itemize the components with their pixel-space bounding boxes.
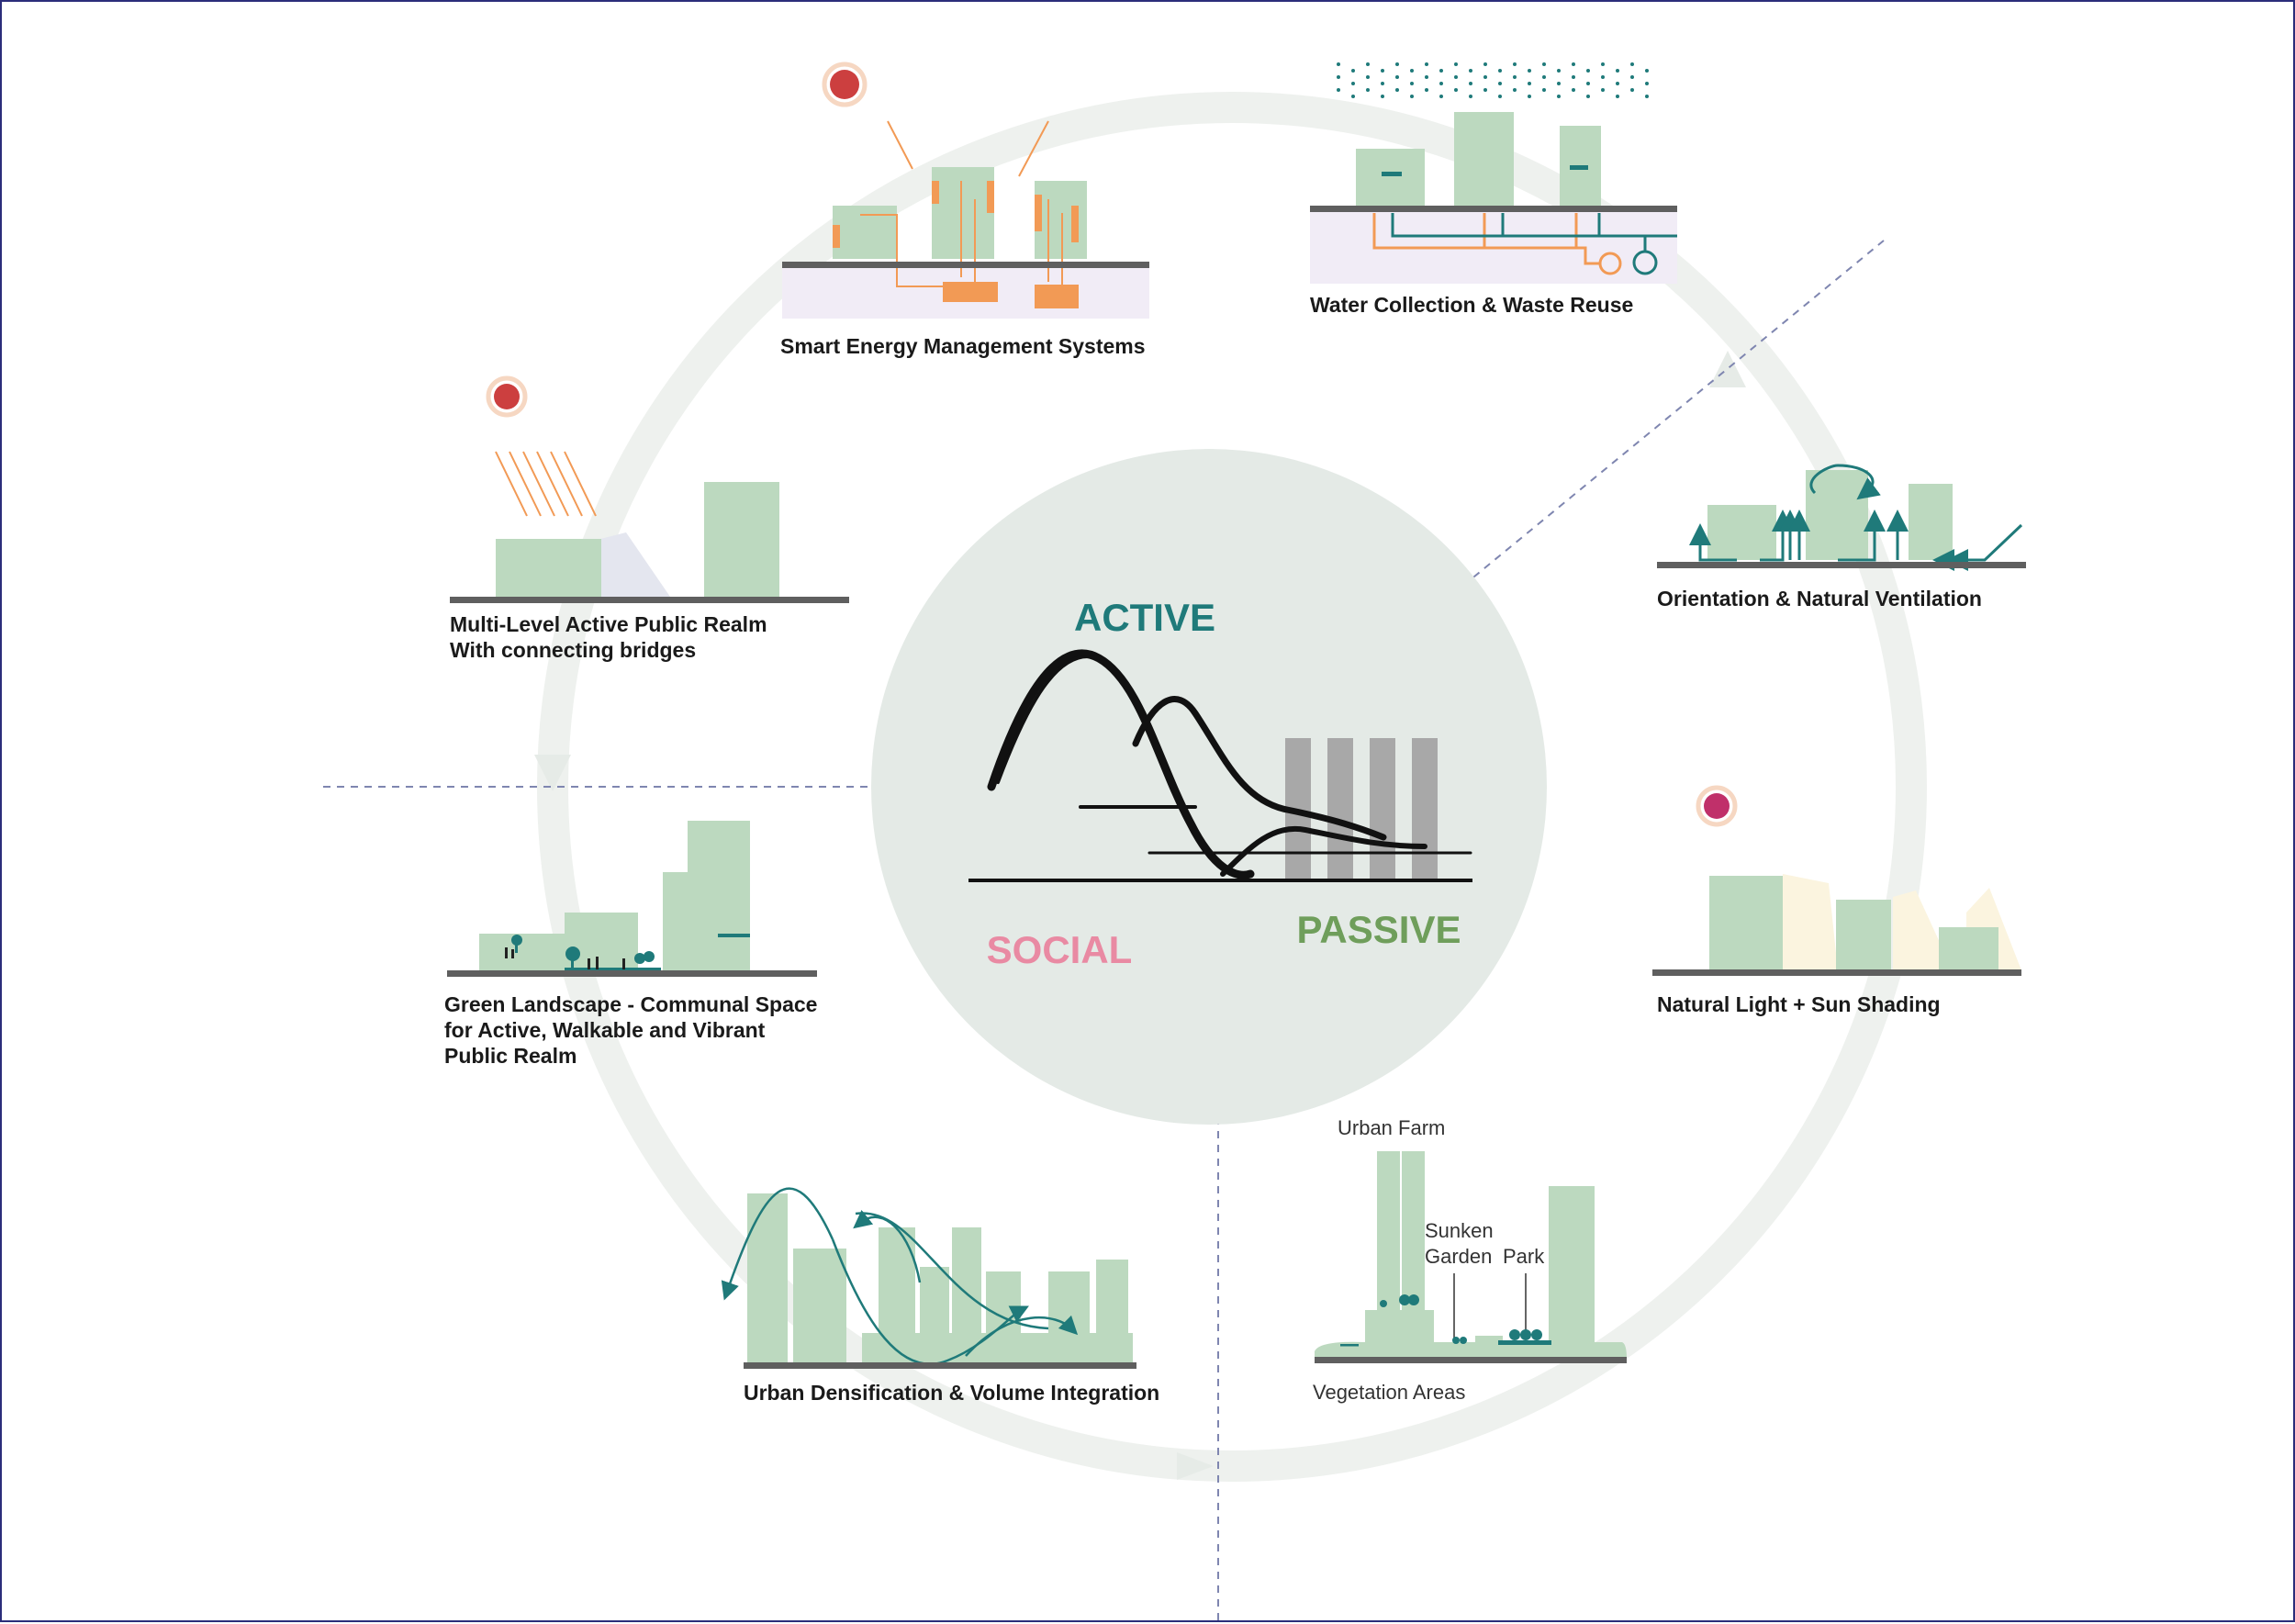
people-icons: [505, 947, 625, 969]
center-diagram: ACTIVE SOCIAL PASSIVE: [871, 449, 1547, 1125]
water-illustration: Water Collection & Waste Reuse: [1310, 62, 1677, 317]
cycle-ring: [534, 92, 1927, 1482]
sunken-label-line1: Sunken: [1425, 1219, 1494, 1242]
landscape-caption-line1: Green Landscape - Communal Space: [444, 992, 817, 1016]
passive-bars: [1285, 738, 1438, 880]
ventilation-caption: Orientation & Natural Ventilation: [1657, 587, 1982, 610]
social-label: SOCIAL: [987, 928, 1133, 971]
densification-caption: Urban Densification & Volume Integration: [744, 1381, 1159, 1405]
natural-light-illustration: Natural Light + Sun Shading: [1652, 785, 2021, 1016]
urban-farm-label: Urban Farm: [1338, 1116, 1445, 1139]
landscape-caption-line3: Public Realm: [444, 1044, 577, 1068]
tree-icons: [511, 935, 661, 972]
landscape-illustration: Green Landscape - Communal Space for Act…: [444, 821, 817, 1068]
public-realm-illustration: Multi-Level Active Public Realm With con…: [450, 375, 849, 662]
ring-arrow-left: [534, 755, 571, 791]
rain-dots: [1337, 62, 1649, 98]
ring-arrow-top-right: [1709, 351, 1746, 387]
sun-icon: [830, 70, 859, 99]
realm-caption-line1: Multi-Level Active Public Realm: [450, 612, 767, 636]
water-caption: Water Collection & Waste Reuse: [1310, 293, 1633, 317]
energy-caption: Smart Energy Management Systems: [780, 334, 1146, 358]
energy-illustration: Smart Energy Management Systems: [780, 62, 1149, 358]
realm-caption-line2: With connecting bridges: [450, 638, 696, 662]
densification-illustration: Urban Densification & Volume Integration: [721, 1187, 1159, 1405]
ventilation-illustration: Orientation & Natural Ventilation: [1657, 464, 2026, 610]
landscape-caption-line2: for Active, Walkable and Vibrant: [444, 1018, 766, 1042]
active-curves: [987, 649, 1472, 879]
light-caption: Natural Light + Sun Shading: [1657, 992, 1941, 1016]
ground-line: [782, 262, 1149, 268]
tree-icons: [1340, 1294, 1551, 1347]
sun-icon: [1704, 793, 1730, 819]
center-circle: [871, 449, 1547, 1125]
ring-arrow-bottom: [1177, 1452, 1214, 1480]
vegetation-illustration: Urban Farm Sunken Garden Park Vegetation…: [1313, 1116, 1627, 1404]
vegetation-areas-label: Vegetation Areas: [1313, 1381, 1465, 1404]
sun-icon: [494, 384, 520, 409]
active-label: ACTIVE: [1074, 596, 1215, 639]
passive-label: PASSIVE: [1297, 908, 1461, 951]
sunken-label-line2: Garden: [1425, 1245, 1492, 1268]
park-label: Park: [1503, 1245, 1545, 1268]
